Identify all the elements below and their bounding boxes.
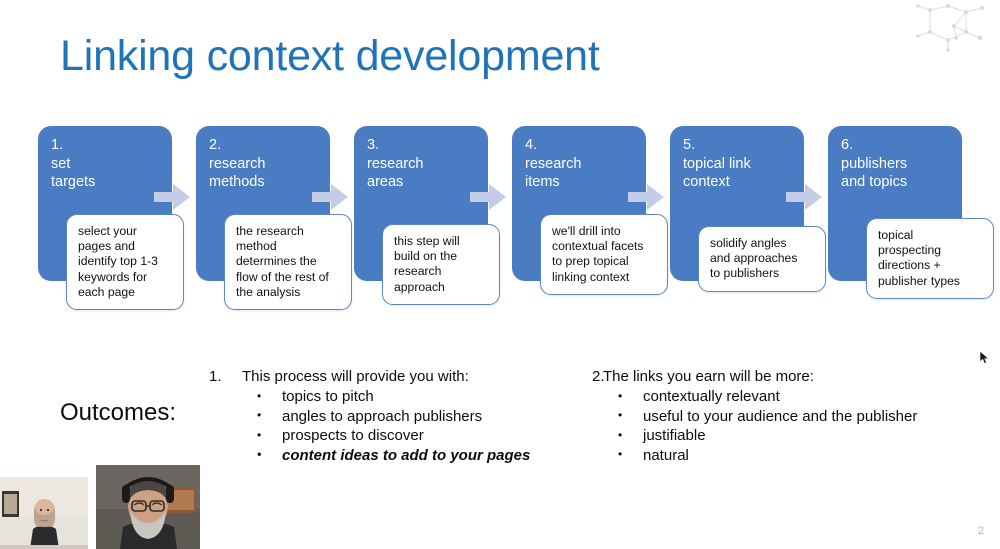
process-step-1[interactable]: 1. set targets select your pages and ide…: [38, 126, 184, 311]
process-step-4-detail-card: we'll drill into contextual facets to pr…: [540, 214, 668, 295]
outcomes-column-2-list: contextually relevant useful to your aud…: [615, 387, 992, 465]
participant-video-right[interactable]: [96, 465, 200, 549]
process-step-6-number: 6.: [841, 137, 854, 153]
process-step-5-number: 5.: [683, 137, 696, 153]
list-item: useful to your audience and the publishe…: [615, 406, 992, 426]
process-step-2-number: 2.: [209, 137, 222, 153]
outcomes-column-2-heading-text: The links you earn will be more:: [603, 368, 814, 385]
process-step-4-name: research items: [525, 155, 582, 191]
process-step-2[interactable]: 2. research methods the research method …: [196, 126, 352, 311]
list-item: angles to approach publishers: [254, 406, 569, 426]
outcomes-column-1: 1. This process will provide you with: t…: [209, 367, 569, 465]
outcomes-column-1-heading: 1. This process will provide you with:: [209, 367, 569, 386]
process-step-3-name: research areas: [367, 155, 424, 191]
molecule-network-logo-icon: [916, 3, 985, 52]
process-step-6-name: publishers and topics: [841, 155, 908, 191]
list-item: topics to pitch: [254, 387, 569, 407]
process-step-5-detail-card: solidify angles and approaches to publis…: [698, 226, 826, 292]
process-step-2-header: 2. research methods: [209, 136, 324, 192]
list-item: prospects to discover: [254, 426, 569, 446]
process-step-4-header: 4. research items: [525, 136, 640, 192]
process-step-2-detail-card: the research method determines the flow …: [224, 214, 352, 311]
list-item: natural: [615, 445, 992, 465]
page-number: 2: [977, 525, 984, 537]
process-step-5-name: topical link context: [683, 155, 751, 191]
mouse-pointer-icon: [979, 350, 990, 365]
process-step-2-name: research methods: [209, 155, 266, 191]
outcomes-column-1-heading-text: This process will provide you with:: [242, 368, 469, 385]
process-step-3-number: 3.: [367, 137, 380, 153]
process-flow-diagram: 1. set targets select your pages and ide…: [0, 126, 1000, 311]
process-step-1-number: 1.: [51, 137, 64, 153]
process-step-4-number: 4.: [525, 137, 538, 153]
process-step-1-header: 1. set targets: [51, 136, 166, 192]
process-step-3-detail-card: this step will build on the research app…: [382, 224, 500, 305]
outcomes-label: Outcomes:: [60, 399, 177, 426]
participant-video-left[interactable]: [0, 477, 88, 549]
outcomes-column-2-heading: 2. The links you earn will be more:: [592, 367, 992, 386]
list-item: justifiable: [615, 426, 992, 446]
outcomes-column-1-number: 1.: [209, 368, 222, 385]
list-item: content ideas to add to your pages: [254, 445, 569, 465]
process-step-6[interactable]: 6. publishers and topics topical prospec…: [828, 126, 994, 299]
process-step-6-header: 6. publishers and topics: [841, 136, 956, 192]
process-step-1-name: set targets: [51, 155, 96, 191]
process-step-3-header: 3. research areas: [367, 136, 482, 192]
process-step-3[interactable]: 3. research areas this step will build o…: [354, 126, 500, 305]
participant-video-left-frame: [0, 477, 88, 549]
process-step-1-detail-card: select your pages and identify top 1-3 k…: [66, 214, 184, 311]
participant-video-right-frame: [96, 465, 200, 549]
process-step-4[interactable]: 4. research items we'll drill into conte…: [512, 126, 668, 295]
process-step-5[interactable]: 5. topical link context solidify angles …: [670, 126, 826, 292]
page-title: Linking context development: [60, 32, 600, 80]
outcomes-column-2: 2. The links you earn will be more: cont…: [592, 367, 992, 465]
process-step-6-detail-card: topical prospecting directions + publish…: [866, 218, 994, 299]
outcomes-column-1-list: topics to pitch angles to approach publi…: [254, 387, 569, 465]
list-item: contextually relevant: [615, 387, 992, 407]
outcomes-column-2-number: 2.: [592, 368, 605, 385]
process-step-5-header: 5. topical link context: [683, 136, 798, 192]
